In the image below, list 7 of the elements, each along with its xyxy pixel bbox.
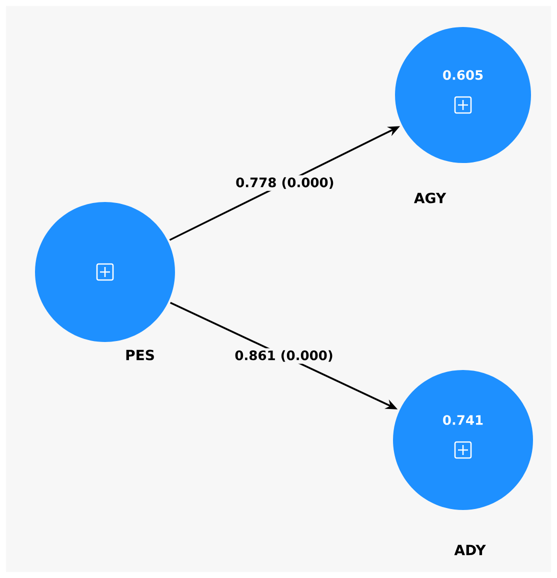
construct-name: AGY bbox=[414, 192, 446, 204]
construct-name: ADY bbox=[454, 544, 486, 556]
edge-label: 0.778 (0.000) bbox=[234, 175, 336, 191]
value-label: 0.741 bbox=[443, 415, 483, 425]
value-label: 0.605 bbox=[443, 70, 483, 80]
edge-label: 0.861 (0.000) bbox=[232, 348, 336, 364]
construct-name: PES bbox=[126, 350, 154, 360]
